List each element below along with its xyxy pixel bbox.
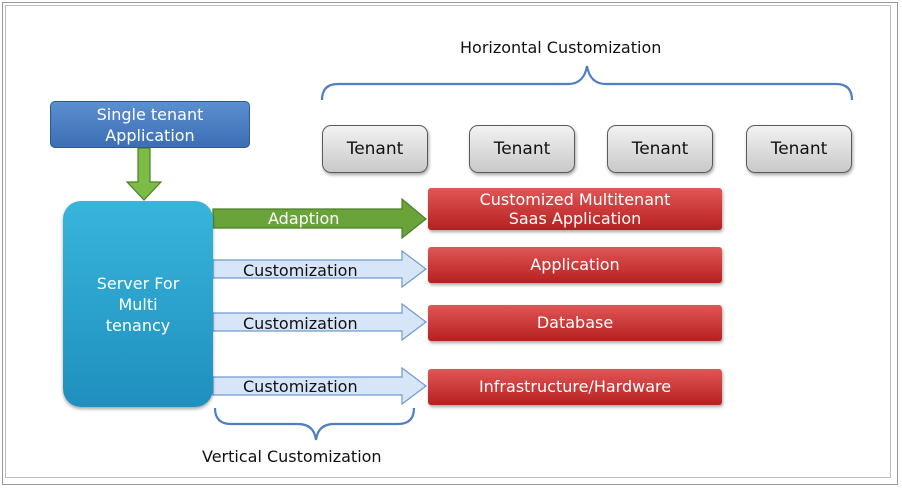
application-label: Application: [530, 255, 620, 274]
tenant-label-4: Tenant: [770, 139, 828, 159]
adaption-arrow: [212, 197, 427, 240]
infrastructure-label: Infrastructure/Hardware: [478, 377, 672, 396]
inner-frame: [5, 5, 891, 478]
customization-arrow-1: [212, 249, 427, 289]
customization-label-3: Customization: [243, 377, 358, 396]
customization-label-2: Customization: [243, 314, 358, 333]
database-label: Database: [536, 313, 614, 332]
vertical-customization-label: Vertical Customization: [202, 447, 382, 466]
tenant-label-2: Tenant: [493, 139, 551, 159]
infrastructure-box: Infrastructure/Hardware: [428, 369, 722, 405]
saas-application-label: Customized Multitenant Saas Application: [479, 190, 671, 228]
customization-arrow-3: [212, 366, 427, 406]
tenant-label-3: Tenant: [631, 139, 689, 159]
customization-arrow-2: [212, 302, 427, 342]
server-label: Server For Multi tenancy: [96, 273, 180, 335]
tenant-box-1: Tenant: [322, 125, 428, 173]
tenant-box-4: Tenant: [746, 125, 852, 173]
horizontal-brace: [320, 65, 854, 101]
customization-label-1: Customization: [243, 261, 358, 280]
single-tenant-box: Single tenant Application: [50, 101, 250, 148]
tenant-label-1: Tenant: [346, 139, 404, 159]
server-box: Server For Multi tenancy: [63, 201, 213, 407]
vertical-brace: [213, 407, 416, 441]
tenant-box-2: Tenant: [469, 125, 575, 173]
horizontal-customization-label: Horizontal Customization: [460, 38, 662, 57]
database-box: Database: [428, 305, 722, 341]
single-tenant-label: Single tenant Application: [96, 104, 204, 145]
down-arrow: [125, 147, 163, 201]
saas-application-box: Customized Multitenant Saas Application: [428, 188, 722, 230]
application-box: Application: [428, 247, 722, 283]
adaption-label: Adaption: [268, 209, 340, 228]
tenant-box-3: Tenant: [607, 125, 713, 173]
